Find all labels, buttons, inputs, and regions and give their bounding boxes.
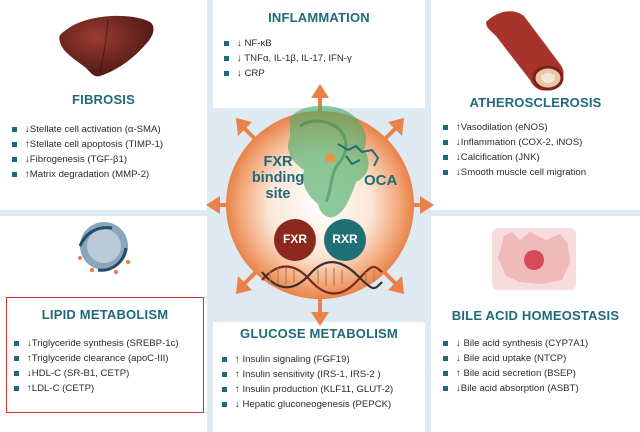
glucose-item: ↑ Insulin production (KLF11, GLUT-2) [222, 382, 393, 397]
artery-icon [486, 11, 564, 91]
arrow-downright [382, 270, 398, 286]
rxr-label: RXR [332, 232, 358, 246]
lipid-item: ↑Triglyceride clearance (apoC-III) [14, 351, 179, 366]
fibrosis-item: ↓Fibrogenesis (TGF-β1) [12, 152, 163, 167]
glucose-title: GLUCOSE METABOLISM [240, 326, 398, 341]
lipid-droplet-icon [78, 222, 131, 275]
atherosclerosis-title: ATHEROSCLEROSIS [469, 95, 602, 110]
arrow-downleft-head [236, 276, 252, 294]
fxr-receptor [274, 219, 316, 261]
bile-list: ↓ Bile acid synthesis (CYP7A1) ↓ Bile ac… [443, 336, 588, 396]
ligand-icon [337, 143, 380, 167]
glucose-item: ↑ Insulin sensitivity (IRS-1, IRS-2 ) [222, 367, 393, 382]
inflammation-title: INFLAMMATION [268, 10, 370, 25]
atherosclerosis-item: ↑Vasodilation (eNOS) [443, 120, 586, 135]
arrow-downleft [242, 270, 258, 286]
arrow-upright [382, 126, 398, 142]
binding-line-3: site [265, 186, 291, 202]
fibrosis-item: ↑Matrix degradation (MMP-2) [12, 167, 163, 182]
bile-item: ↑ Bile acid secretion (BSEP) [443, 366, 588, 381]
fxr-label: FXR [283, 232, 307, 246]
lipid-list: ↓Triglyceride synthesis (SREBP-1c) ↑Trig… [14, 336, 179, 396]
lipid-highlight-box [6, 297, 204, 413]
lipid-item: ↓Triglyceride synthesis (SREBP-1c) [14, 336, 179, 351]
dna-icon [261, 261, 383, 295]
glucose-item: ↑ Insulin signaling (FGF19) [222, 352, 393, 367]
arrow-down-head [311, 312, 329, 326]
inflammation-list: ↓ NF-κB ↓ TNFα, IL-1β, IL-17, IFN-γ ↓ CR… [224, 36, 352, 81]
fibrosis-item: ↑Stellate cell apoptosis (TIMP-1) [12, 137, 163, 152]
ligand-label: OCA [364, 172, 398, 189]
arrow-up-head [311, 84, 329, 98]
atherosclerosis-item: ↓Smooth muscle cell migration [443, 165, 586, 180]
arrow-upleft [242, 126, 258, 142]
inflammation-item: ↓ CRP [224, 66, 352, 81]
arrow-upright-head [388, 118, 404, 136]
glucose-item: ↓ Hepatic gluconeogenesis (PEPCK) [222, 397, 393, 412]
arrow-left-head [206, 196, 220, 214]
arrow-right-head [420, 196, 434, 214]
binding-site-label: FXR binding site [248, 154, 308, 202]
glucose-panel [213, 322, 425, 432]
binding-line-1: FXR [263, 154, 293, 170]
bile-item: ↓ Bile acid synthesis (CYP7A1) [443, 336, 588, 351]
bile-item: ↓ Bile acid uptake (NTCP) [443, 351, 588, 366]
arrow-downright-head [388, 276, 404, 294]
binding-line-2: binding [251, 170, 305, 186]
inflammation-item: ↓ TNFα, IL-1β, IL-17, IFN-γ [224, 51, 352, 66]
lipid-item: ↓HDL-C (SR-B1, CETP) [14, 366, 179, 381]
atherosclerosis-item: ↓Calcification (JNK) [443, 150, 586, 165]
atherosclerosis-list: ↑Vasodilation (eNOS) ↓Inflammation (COX-… [443, 120, 586, 180]
lipid-title: LIPID METABOLISM [41, 307, 169, 322]
liver-icon [59, 15, 154, 77]
fibrosis-list: ↓Stellate cell activation (α-SMA) ↑Stell… [12, 122, 163, 182]
lipid-item: ↑LDL-C (CETP) [14, 381, 179, 396]
fibrosis-item: ↓Stellate cell activation (α-SMA) [12, 122, 163, 137]
bile-item: ↓Bile acid absorption (ASBT) [443, 381, 588, 396]
fibrosis-title: FIBROSIS [72, 92, 135, 107]
arrow-upleft-head [236, 118, 252, 136]
atherosclerosis-item: ↓Inflammation (COX-2, iNOS) [443, 135, 586, 150]
inflammation-item: ↓ NF-κB [224, 36, 352, 51]
rxr-receptor [324, 219, 366, 261]
bile-title: BILE ACID HOMEOSTASIS [451, 308, 620, 323]
glucose-list: ↑ Insulin signaling (FGF19) ↑ Insulin se… [222, 352, 393, 412]
cell-icon [492, 228, 576, 290]
arrows [206, 84, 434, 326]
